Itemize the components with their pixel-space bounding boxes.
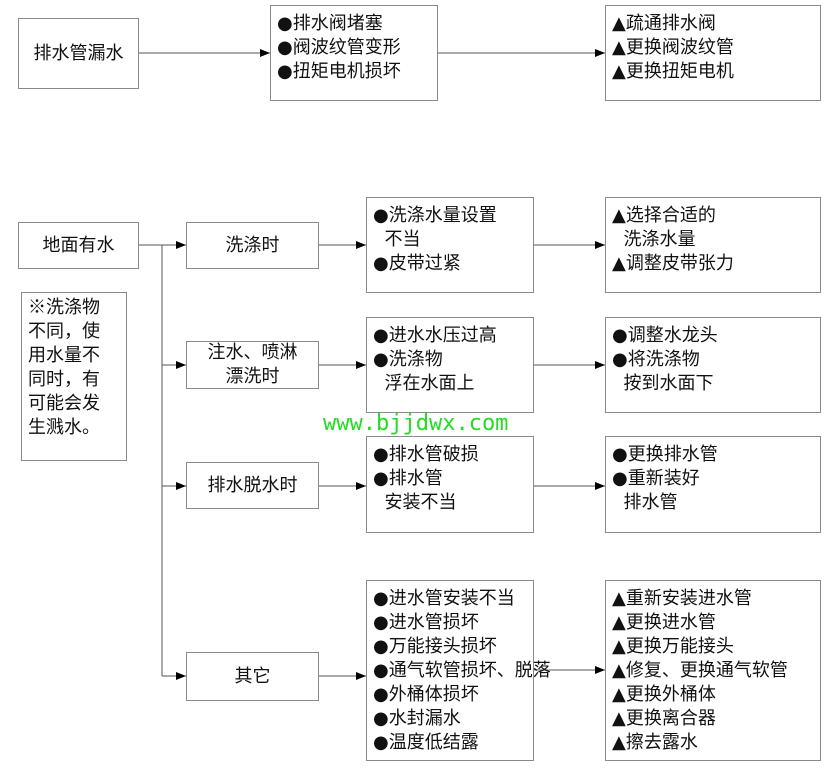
- solution-item: ▲更换阀波纹管: [612, 37, 734, 58]
- note-line: 同时，有: [28, 369, 100, 390]
- solution-item: 按到水面下: [612, 373, 714, 394]
- problem-floor-water: 地面有水: [18, 222, 139, 269]
- causes-box: ●排水管破损 ●排水管 安装不当: [366, 436, 534, 533]
- solutions-box: ●更换排水管 ●重新装好 排水管: [605, 436, 821, 533]
- watermark: www.bjjdwx.com: [323, 411, 509, 436]
- solution-item: ▲疏通排水阀: [612, 13, 716, 34]
- stage-line: 洗涤时: [225, 234, 280, 256]
- stage-line: 其它: [234, 665, 271, 687]
- cause-item: ●扭矩电机损坏: [277, 61, 401, 82]
- note-line: 不同，使: [28, 321, 100, 342]
- stage-line: 漂洗时: [225, 366, 280, 387]
- causes-box: ●进水管安装不当 ●进水管损坏 ●万能接头损坏 ●通气软管损坏、脱落 ●外桶体损坏 ●水封…: [366, 580, 551, 761]
- problem-drain-leak: 排水管漏水: [18, 18, 139, 89]
- causes-box: ●进水水压过高 ●洗涤物 浮在水面上: [366, 317, 534, 413]
- stage-label: 排水脱水时: [208, 474, 298, 498]
- cause-item: ●水封漏水: [373, 708, 461, 729]
- solution-item: ▲更换外桶体: [612, 684, 716, 705]
- solution-item: ●调整水龙头: [612, 325, 718, 346]
- cause-item: ●通气软管损坏、脱落: [373, 660, 551, 681]
- note-line: 用水量不: [28, 345, 100, 366]
- solution-item: ▲修复、更换通气软管: [612, 660, 788, 681]
- cause-item: ●排水阀堵塞: [277, 13, 383, 34]
- stage-box: 其它: [186, 652, 319, 701]
- note-line: ※洗涤物: [28, 297, 100, 318]
- solution-item: ●重新装好: [612, 468, 700, 489]
- solution-item: ▲选择合适的: [612, 205, 716, 226]
- cause-item: ●皮带过紧: [373, 253, 461, 274]
- causes-box: ●洗涤水量设置 不当 ●皮带过紧: [366, 197, 534, 293]
- cause-item: ●进水水压过高: [373, 325, 497, 346]
- stage-box: 洗涤时: [186, 222, 319, 269]
- note-line: 可能会发: [28, 393, 100, 414]
- stage-label: 洗涤时: [226, 234, 280, 258]
- solution-item: 洗涤水量: [612, 229, 696, 250]
- solutions-box: ▲选择合适的 洗涤水量 ▲调整皮带张力: [605, 197, 821, 293]
- problem-label: 地面有水: [42, 234, 115, 256]
- solution-item: 排水管: [612, 492, 678, 513]
- note-box: ※洗涤物 不同，使 用水量不 同时，有 可能会发 生溅水。: [21, 292, 127, 461]
- cause-item: ●万能接头损坏: [373, 636, 497, 657]
- solution-item: ▲更换进水管: [612, 612, 716, 633]
- solution-item: ●更换排水管: [612, 444, 718, 465]
- problem-label: 排水管漏水: [33, 42, 124, 64]
- cause-item: ●阀波纹管变形: [277, 37, 401, 58]
- solution-item: ▲擦去露水: [612, 732, 698, 753]
- solution-item: ▲更换离合器: [612, 708, 716, 729]
- cause-item: 不当: [373, 229, 421, 250]
- cause-item: 浮在水面上: [373, 373, 475, 394]
- cause-item: 安装不当: [373, 492, 457, 513]
- solution-item: ▲重新安装进水管: [612, 588, 752, 609]
- solution-item: ▲调整皮带张力: [612, 253, 734, 274]
- stage-line: 排水脱水时: [207, 474, 298, 496]
- solutions-box: ●调整水龙头 ●将洗涤物 按到水面下: [605, 317, 821, 413]
- solution-item: ●将洗涤物: [612, 349, 700, 370]
- stage-box: 排水脱水时: [186, 462, 319, 509]
- solution-item: ▲更换扭矩电机: [612, 61, 734, 82]
- stage-line: 注水、喷淋: [207, 342, 298, 363]
- stage-box: 注水、喷淋漂洗时: [186, 341, 319, 389]
- cause-item: ●洗涤物: [373, 349, 443, 370]
- solution-item: ▲更换万能接头: [612, 636, 734, 657]
- stage-label: 注水、喷淋漂洗时: [208, 341, 298, 389]
- cause-item: ●洗涤水量设置: [373, 205, 497, 226]
- cause-item: ●外桶体损坏: [373, 684, 479, 705]
- solutions-box: ▲重新安装进水管 ▲更换进水管 ▲更换万能接头 ▲修复、更换通气软管 ▲更换外桶体 ▲更换…: [605, 580, 821, 761]
- solutions-drain-leak: ▲疏通排水阀 ▲更换阀波纹管 ▲更换扭矩电机: [605, 5, 821, 101]
- cause-item: ●排水管: [373, 468, 443, 489]
- cause-item: ●进水管安装不当: [373, 588, 515, 609]
- cause-item: ●进水管损坏: [373, 612, 479, 633]
- note-line: 生溅水。: [28, 417, 100, 438]
- cause-item: ●排水管破损: [373, 444, 479, 465]
- causes-drain-leak: ●排水阀堵塞 ●阀波纹管变形 ●扭矩电机损坏: [270, 5, 438, 101]
- stage-label: 其它: [235, 665, 271, 689]
- cause-item: ●温度低结露: [373, 732, 479, 753]
